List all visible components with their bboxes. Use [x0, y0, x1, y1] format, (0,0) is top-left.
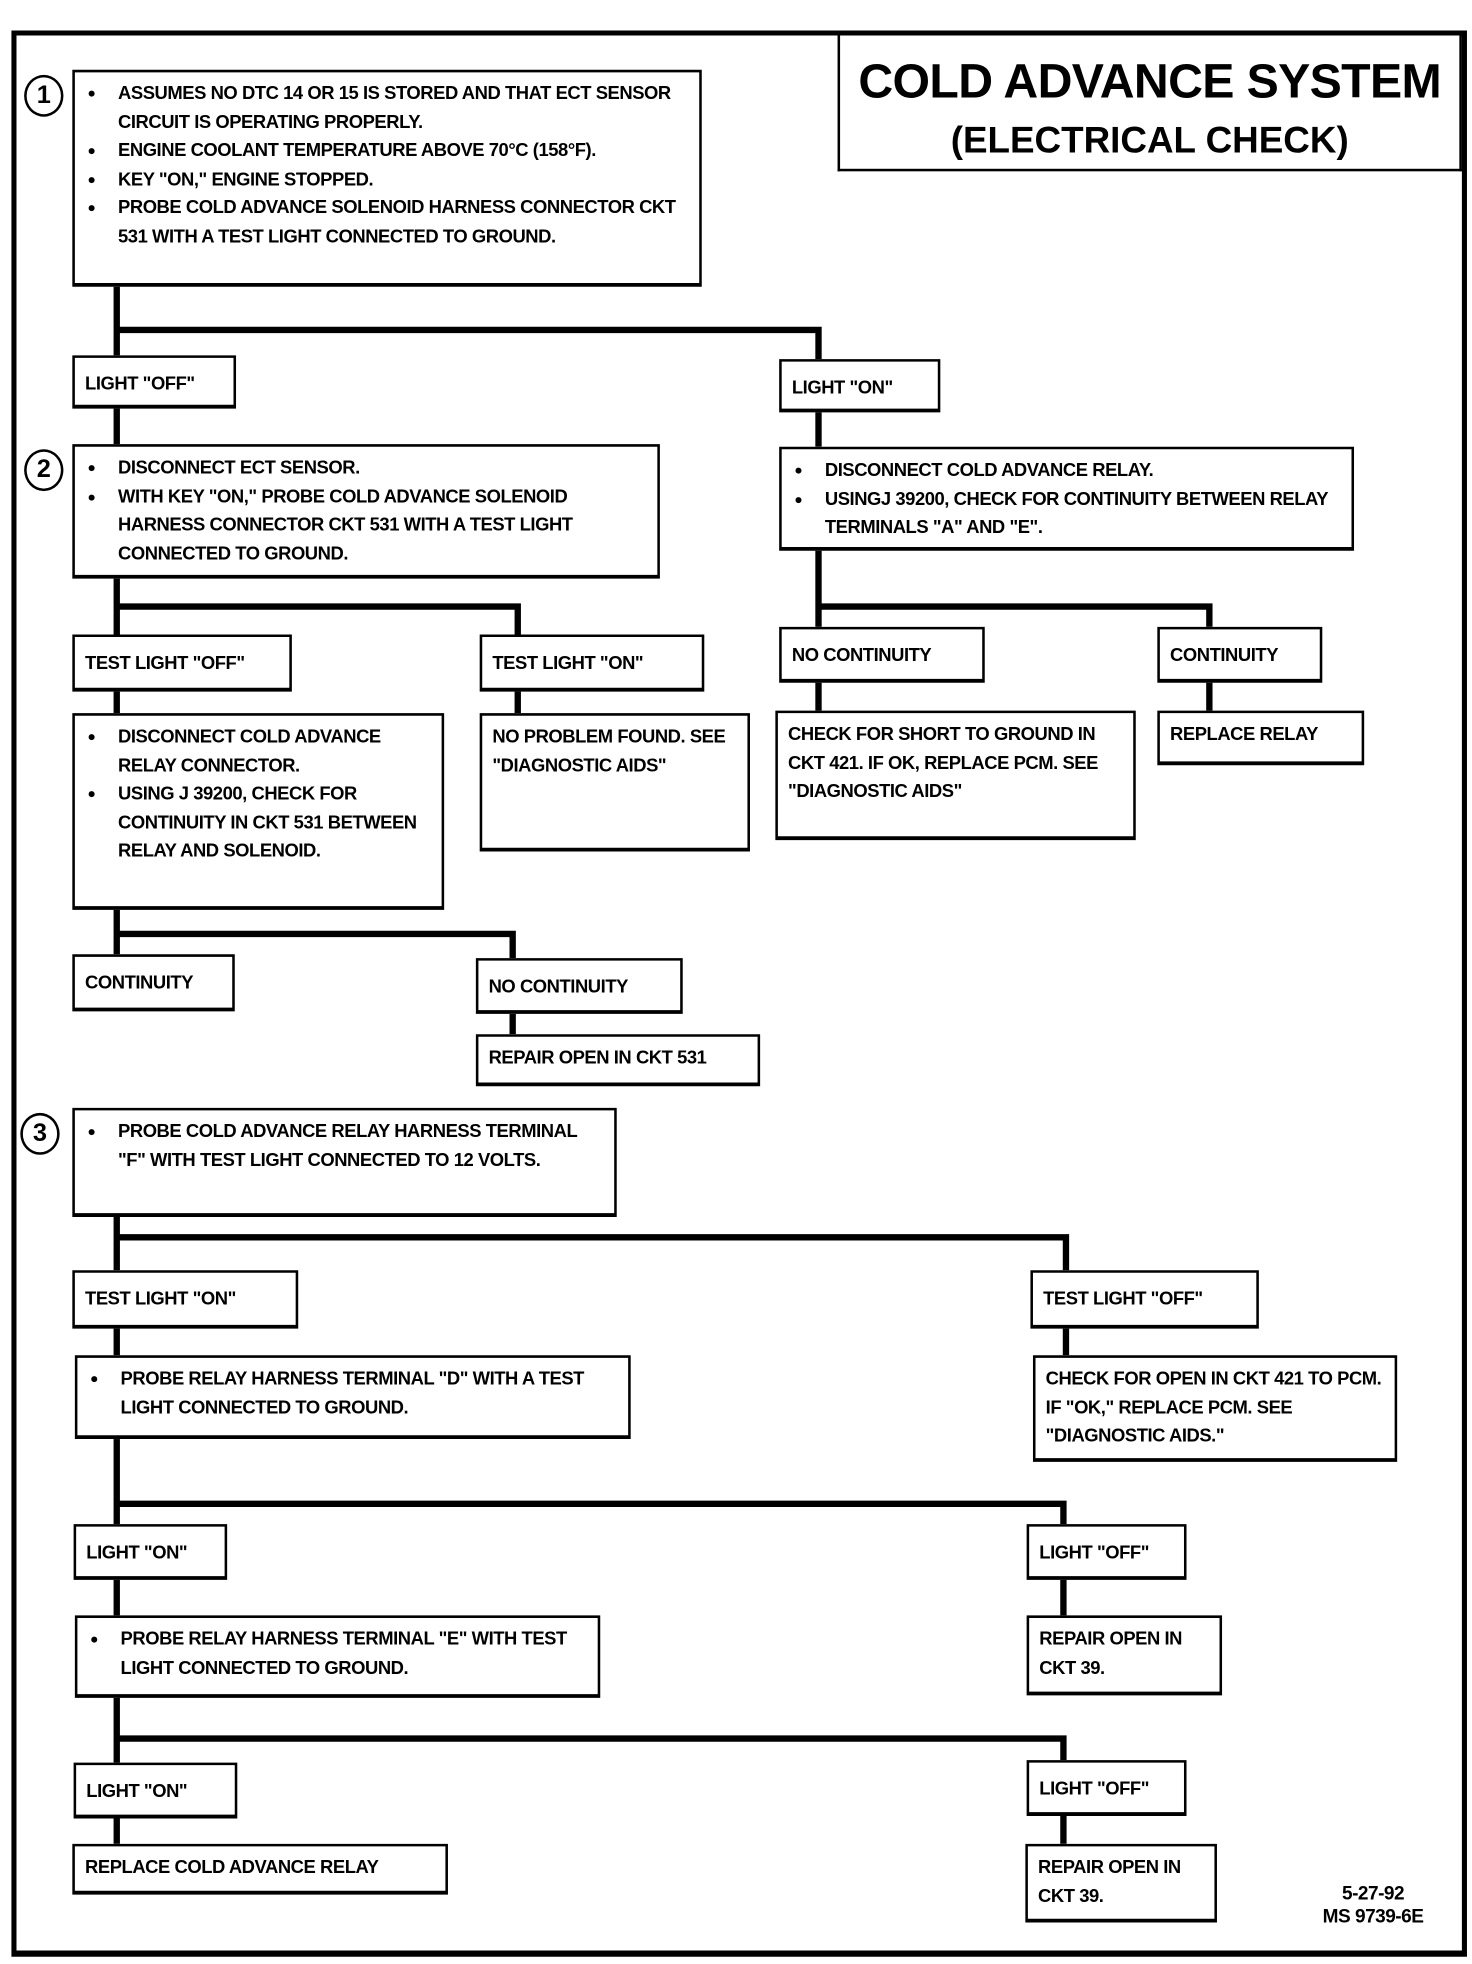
disconnect-relay-item: DISCONNECT COLD ADVANCE RELAY CONNECTOR.	[88, 723, 431, 780]
relay-continuity: CONTINUITY	[1157, 626, 1323, 683]
check-open-421-box: CHECK FOR OPEN IN CKT 421 TO PCM. IF "OK…	[1032, 1355, 1398, 1462]
ckt531-continuity: CONTINUITY	[72, 954, 235, 1012]
step-3-test-light-on: TEST LIGHT "ON"	[72, 1270, 299, 1329]
step-1-item: KEY "ON," ENGINE STOPPED.	[88, 166, 689, 195]
terminal-e-light-on: LIGHT "ON"	[73, 1762, 238, 1819]
check-short-box: CHECK FOR SHORT TO GROUND IN CKT 421. IF…	[775, 710, 1136, 841]
terminal-e-light-off: LIGHT "OFF"	[1026, 1760, 1187, 1816]
step-1-light-off: LIGHT "OFF"	[72, 355, 237, 409]
no-problem-found-box: NO PROBLEM FOUND. SEE "DIAGNOSTIC AIDS"	[479, 713, 750, 852]
repair-ckt39-box: REPAIR OPEN IN CKT 39.	[1026, 1615, 1223, 1696]
repair-ckt531-box: REPAIR OPEN IN CKT 531	[475, 1034, 761, 1087]
footer: 5-27-92 MS 9739-6E	[1297, 1883, 1449, 1929]
step-1-item: PROBE COLD ADVANCE SOLENOID HARNESS CONN…	[88, 194, 689, 251]
footer-date: 5-27-92	[1342, 1883, 1405, 1905]
step-2-marker: 2	[24, 449, 64, 492]
title-box: COLD ADVANCE SYSTEM (ELECTRICAL CHECK)	[837, 34, 1462, 172]
relay-check-item: USINGJ 39200, CHECK FOR CONTINUITY BETWE…	[794, 485, 1341, 542]
ckt531-no-continuity: NO CONTINUITY	[475, 958, 683, 1014]
step-3-marker: 3	[20, 1112, 60, 1155]
relay-check-item: DISCONNECT COLD ADVANCE RELAY.	[794, 457, 1341, 486]
disconnect-relay-item: USING J 39200, CHECK FOR CONTINUITY IN C…	[88, 780, 431, 866]
terminal-d-light-off: LIGHT "OFF"	[1026, 1524, 1187, 1580]
step-1-item: ASSUMES NO DTC 14 OR 15 IS STORED AND TH…	[88, 80, 689, 137]
disconnect-relay-box: DISCONNECT COLD ADVANCE RELAY CONNECTOR.…	[72, 713, 445, 910]
repair-ckt39-box-2: REPAIR OPEN IN CKT 39.	[1025, 1843, 1217, 1923]
step-3-item: PROBE COLD ADVANCE RELAY HARNESS TERMINA…	[88, 1118, 604, 1175]
probe-terminal-d-item: PROBE RELAY HARNESS TERMINAL "D" WITH A …	[90, 1365, 618, 1422]
step-1-box: ASSUMES NO DTC 14 OR 15 IS STORED AND TH…	[72, 69, 702, 287]
relay-no-continuity: NO CONTINUITY	[779, 626, 985, 683]
page-title: COLD ADVANCE SYSTEM	[858, 55, 1442, 110]
footer-code: MS 9739-6E	[1322, 1906, 1424, 1928]
step-1-light-on: LIGHT "ON"	[779, 359, 941, 413]
probe-terminal-e-box: PROBE RELAY HARNESS TERMINAL "E" WITH TE…	[74, 1615, 601, 1698]
outer-frame	[11, 30, 1467, 1957]
step-2-item: WITH KEY "ON," PROBE COLD ADVANCE SOLENO…	[88, 483, 647, 569]
relay-check-box: DISCONNECT COLD ADVANCE RELAY. USINGJ 39…	[779, 446, 1355, 551]
page-subtitle: (ELECTRICAL CHECK)	[950, 120, 1349, 162]
step-3-box: PROBE COLD ADVANCE RELAY HARNESS TERMINA…	[72, 1107, 617, 1217]
terminal-d-light-on: LIGHT "ON"	[73, 1524, 228, 1580]
replace-cold-advance-relay-box: REPLACE COLD ADVANCE RELAY	[72, 1843, 448, 1895]
step-3-test-light-off: TEST LIGHT "OFF"	[1030, 1270, 1259, 1329]
step-2-test-light-off: TEST LIGHT "OFF"	[72, 634, 292, 692]
step-2-box: DISCONNECT ECT SENSOR. WITH KEY "ON," PR…	[72, 444, 660, 579]
step-1-marker: 1	[24, 74, 64, 117]
step-2-item: DISCONNECT ECT SENSOR.	[88, 454, 647, 483]
step-2-test-light-on: TEST LIGHT "ON"	[479, 634, 705, 692]
step-1-item: ENGINE COOLANT TEMPERATURE ABOVE 70°C (1…	[88, 137, 689, 166]
probe-terminal-e-item: PROBE RELAY HARNESS TERMINAL "E" WITH TE…	[90, 1626, 588, 1683]
replace-relay-box: REPLACE RELAY	[1157, 710, 1365, 766]
probe-terminal-d-box: PROBE RELAY HARNESS TERMINAL "D" WITH A …	[74, 1355, 631, 1440]
